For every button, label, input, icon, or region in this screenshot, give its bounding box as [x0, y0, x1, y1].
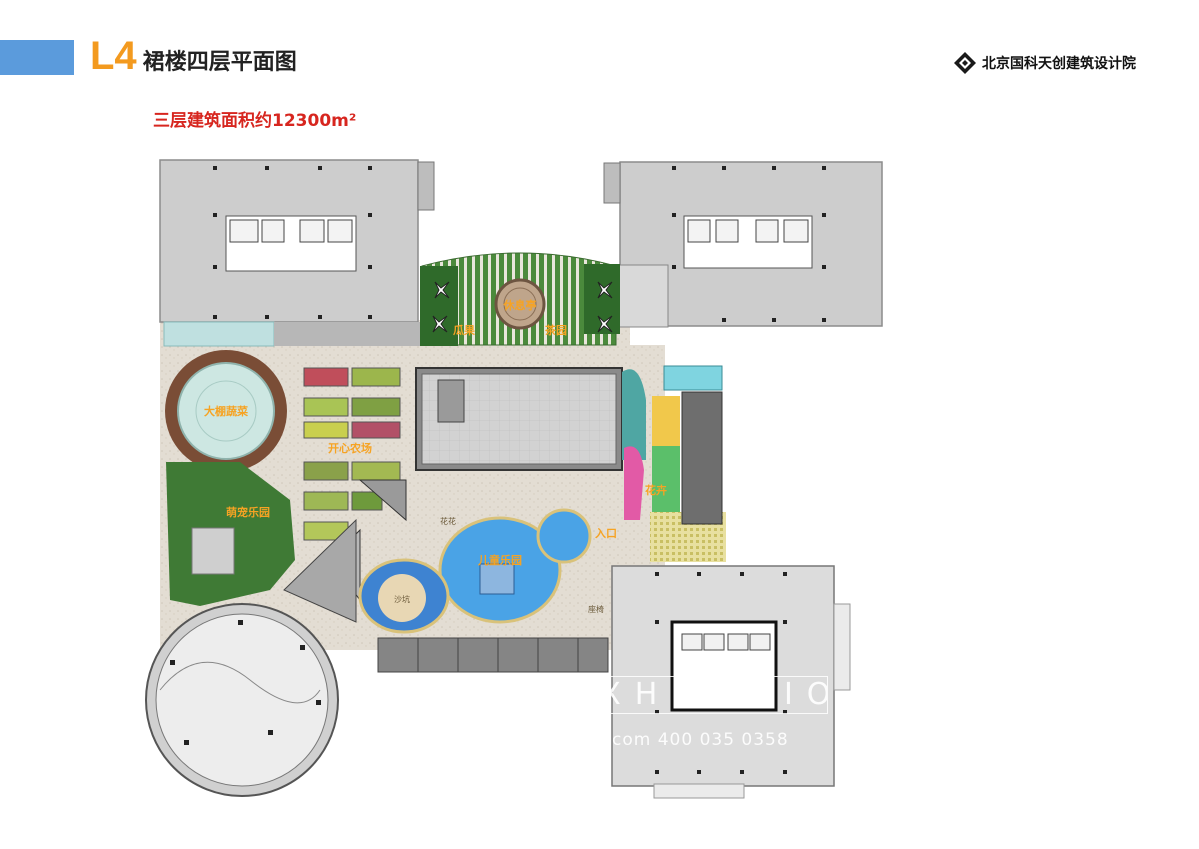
- watermark-banner: MANSI EXHIBITION: [376, 676, 828, 714]
- bottom-kiosk-row: [377, 637, 609, 673]
- label-kids-park: 儿童乐园: [477, 553, 522, 567]
- label-seat: 座椅: [588, 604, 604, 614]
- round-tower-southwest: [145, 603, 339, 797]
- kids-pool: [358, 508, 592, 634]
- label-tea-garden: 茶园: [544, 323, 567, 337]
- decorative-star-shades: [432, 281, 613, 333]
- farm-plots: [303, 367, 401, 541]
- orchard-tea-garden: [420, 252, 620, 346]
- tower-northeast: [603, 161, 883, 328]
- diamond-logo-icon: [954, 52, 976, 74]
- page-title: L4 裙楼四层平面图: [90, 34, 297, 78]
- label-pet-park: 萌宠乐园: [226, 505, 270, 519]
- company-name: 北京国科天创建筑设计院: [982, 56, 1136, 72]
- area-subtitle: 三层建筑面积约12300m²: [153, 111, 357, 131]
- level-badge: L4: [90, 34, 137, 78]
- title-text: 裙楼四层平面图: [142, 50, 297, 75]
- label-pavilion: 休息亭: [503, 298, 537, 312]
- greenhouse-dome: [165, 350, 287, 472]
- header-accent-bar: [0, 40, 74, 75]
- label-entrance: 入口: [595, 527, 617, 540]
- label-orchard: 瓜果: [453, 324, 475, 337]
- label-flower: 花花: [440, 516, 456, 526]
- label-happy-farm: 开心农场: [328, 441, 372, 455]
- label-flower-sea: 花卉: [645, 483, 667, 497]
- glass-canopy: [163, 321, 275, 347]
- central-building: [415, 367, 623, 471]
- triangle-planters: [283, 479, 407, 623]
- roof-strip: [274, 322, 420, 346]
- company-logo: 北京国科天创建筑设计院: [954, 52, 1136, 74]
- tower-northwest: [159, 159, 435, 323]
- flower-garden: [622, 365, 726, 562]
- label-sandpit: 沙坑: [394, 594, 410, 604]
- watermark-phone: com 400 035 0358: [612, 730, 789, 750]
- label-greenhouse: 大棚蔬菜: [204, 404, 249, 418]
- pet-park: [166, 462, 295, 606]
